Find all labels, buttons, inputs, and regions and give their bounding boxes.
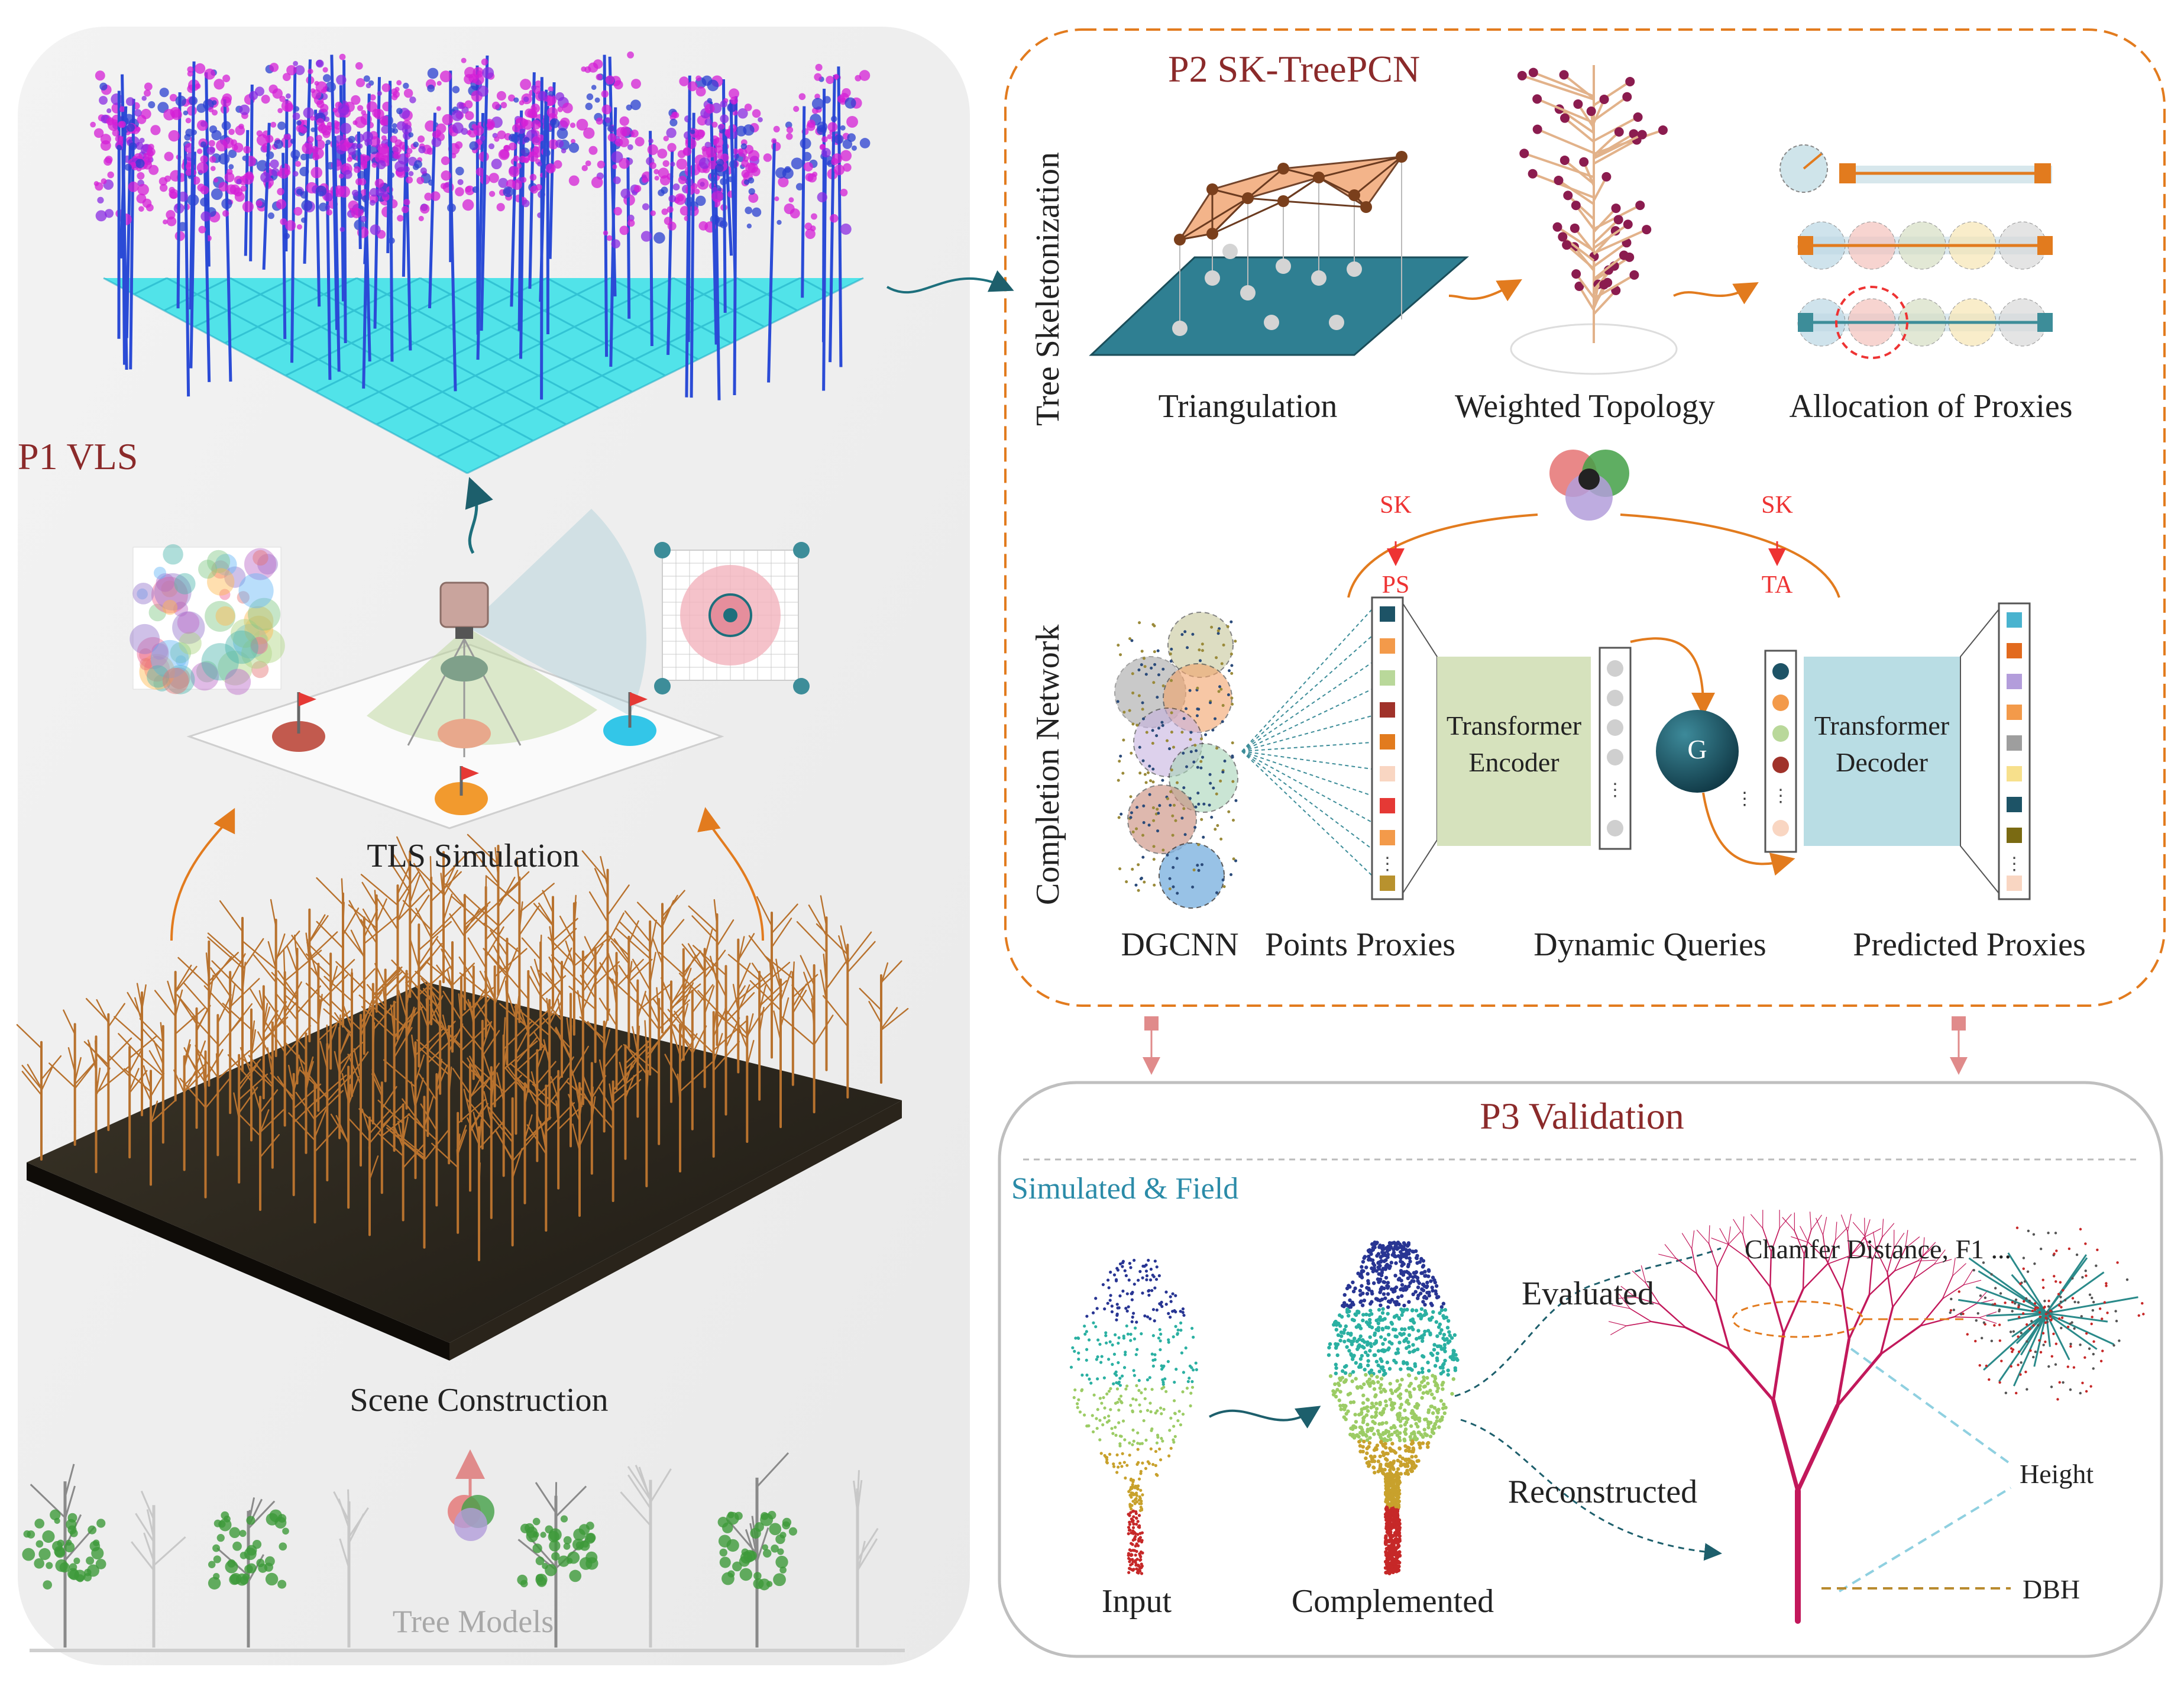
tree-models-label: Tree Models — [393, 1603, 554, 1640]
p2-to-p3-arrows — [1144, 1016, 1966, 1068]
ta-label: TA — [1762, 571, 1793, 599]
tree-skeletonization-label: Tree Skeletonization — [1029, 152, 1067, 426]
decoder-label-line1: Transformer — [1814, 710, 1949, 741]
p2-title: P2 SK-TreePCN — [1168, 47, 1420, 91]
predicted-proxies-label: Predicted Proxies — [1853, 926, 2085, 964]
p3-title: P3 Validation — [1480, 1094, 1684, 1138]
tls-simulation-label: TLS Simulation — [367, 837, 579, 875]
dynamic-queries-label: Dynamic Queries — [1533, 926, 1766, 964]
allocation-label: Allocation of Proxies — [1789, 387, 2072, 425]
decoder-input-column: ⋮ — [1765, 651, 1796, 852]
p1-title: P1 VLS — [18, 435, 138, 479]
scan-target-icon — [654, 542, 810, 694]
weighted-topology-label: Weighted Topology — [1455, 387, 1715, 425]
sk-right-label: SK — [1761, 491, 1793, 519]
triangulation-label: Triangulation — [1159, 387, 1338, 425]
p3-panel — [999, 1083, 2162, 1656]
dgcnn-label: DGCNN — [1121, 926, 1238, 964]
allocation-graphic — [1780, 145, 2053, 358]
sk-left-label: SK — [1380, 491, 1412, 519]
evaluated-label: Evaluated — [1522, 1275, 1654, 1313]
completion-network-label: Completion Network — [1029, 625, 1067, 905]
svg-text:⋮: ⋮ — [2005, 854, 2023, 874]
svg-text:⋮: ⋮ — [1606, 780, 1624, 800]
p3-subtitle: Simulated & Field — [1011, 1171, 1238, 1206]
decoder-label-line2: Decoder — [1836, 747, 1928, 778]
scene-construction-label: Scene Construction — [350, 1381, 608, 1419]
svg-text:⋮: ⋮ — [1772, 786, 1790, 806]
height-label: Height — [2020, 1458, 2094, 1490]
dynamic-queries-column: ⋮ — [1600, 648, 1630, 849]
metrics-label: Chamfer Distance, F1 ... — [1745, 1233, 2011, 1265]
encoder-label-line1: Transformer — [1447, 710, 1581, 741]
input-label: Input — [1102, 1582, 1172, 1620]
encoder-label-line2: Encoder — [1468, 747, 1559, 778]
svg-text:⋮: ⋮ — [1379, 854, 1396, 874]
predicted-proxies-column: ⋮ — [1999, 603, 2030, 899]
dbh-label: DBH — [2023, 1574, 2080, 1605]
reconstructed-label: Reconstructed — [1508, 1473, 1697, 1511]
points-proxies-label: Points Proxies — [1265, 926, 1455, 964]
ps-label: PS — [1382, 571, 1410, 599]
complemented-label: Complemented — [1292, 1582, 1494, 1620]
svg-text:⋮: ⋮ — [1736, 789, 1753, 809]
points-proxies-column: ⋮ — [1372, 597, 1403, 899]
g-node-label: G — [1687, 734, 1707, 765]
